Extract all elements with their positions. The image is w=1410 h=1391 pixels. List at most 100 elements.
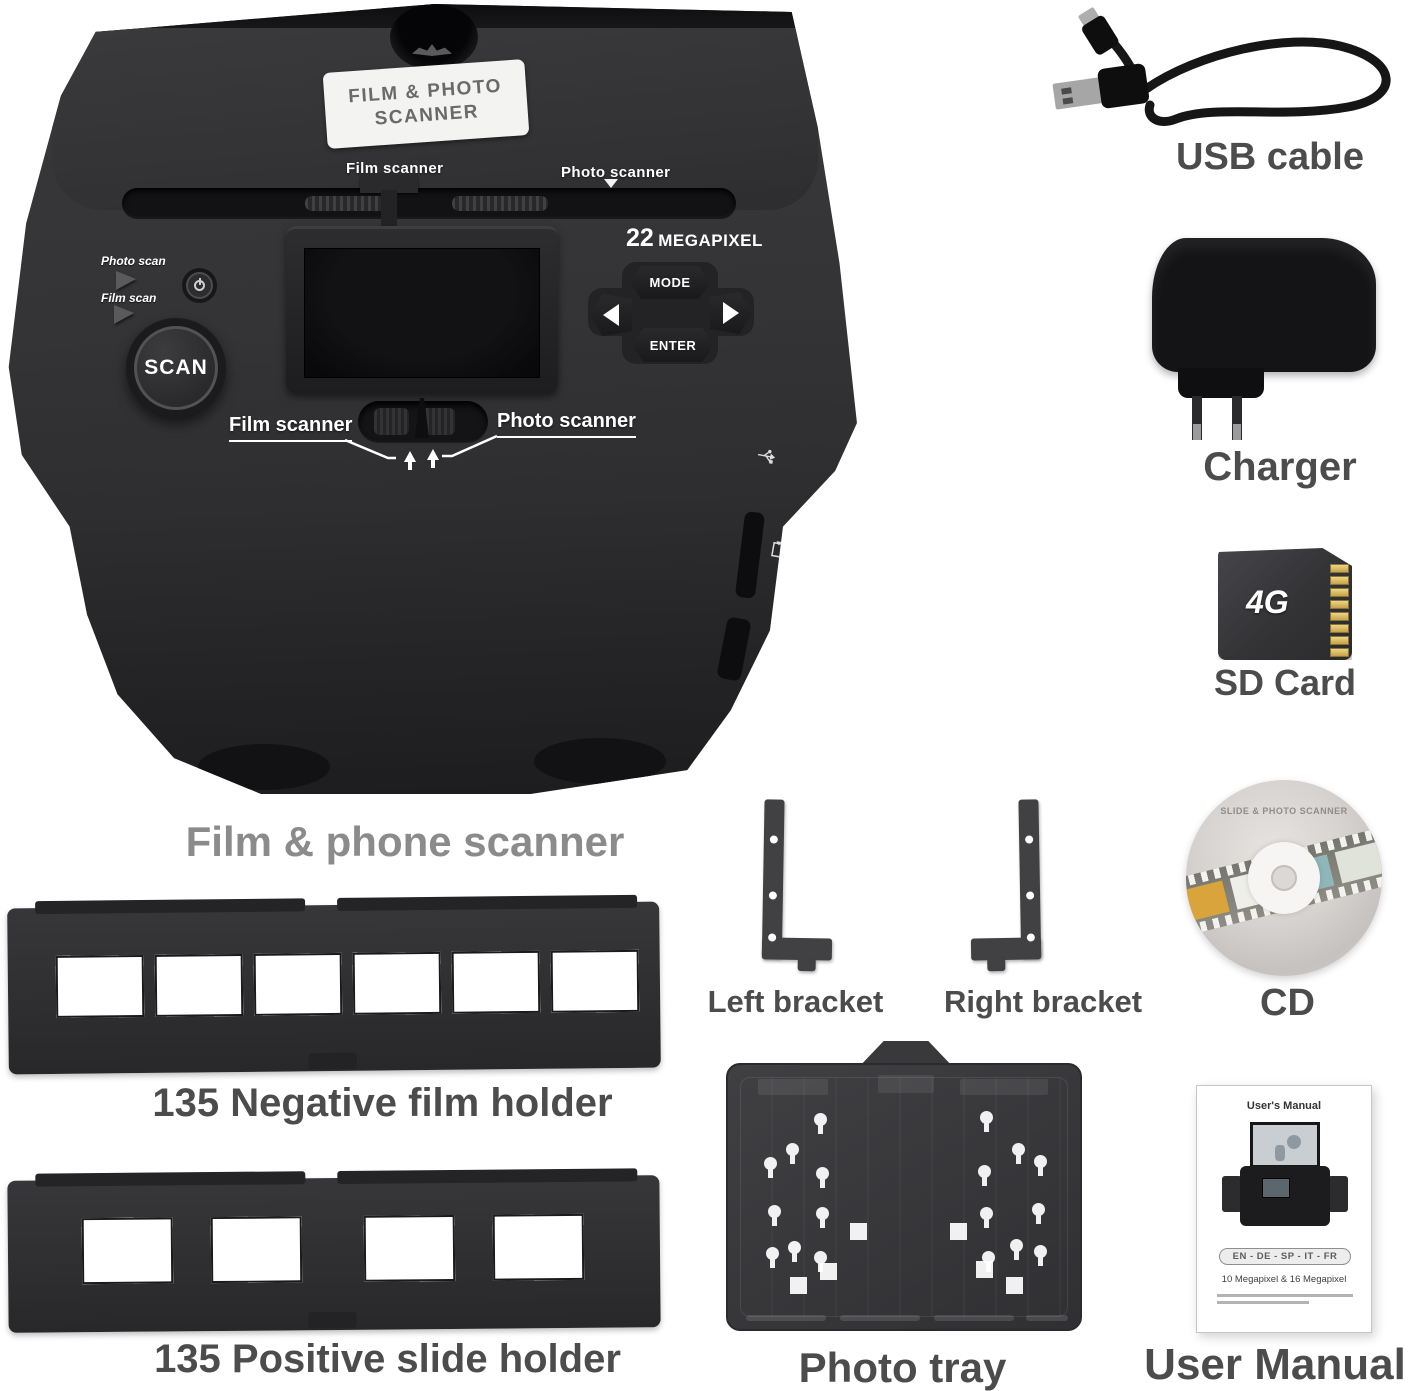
film-window	[352, 951, 442, 1015]
switch-callout-lines	[344, 434, 498, 470]
holder-tab	[360, 173, 418, 193]
sd-pin	[1330, 588, 1349, 597]
photo-scanner-marker-icon	[604, 179, 618, 188]
scan-button: SCAN	[134, 326, 218, 410]
manual-side-tray	[1328, 1176, 1348, 1212]
slide-window	[210, 1216, 303, 1284]
left-bracket	[753, 799, 846, 981]
photo-scan-indicator-icon	[116, 271, 136, 290]
usb-port	[716, 616, 752, 682]
film-photo-scanner-device: FILM & PHOTO SCANNER Film scanner Photo …	[8, 3, 857, 795]
device-foot	[198, 744, 330, 790]
manual-flip-screen	[1250, 1122, 1320, 1168]
slide-window	[81, 1217, 174, 1285]
device-caption: Film & phone scanner	[185, 818, 625, 865]
positive-holder-caption: 135 Positive slide holder	[154, 1337, 621, 1381]
film-window	[253, 952, 343, 1016]
photo-tray-caption: Photo tray	[798, 1344, 1007, 1391]
film-window	[55, 954, 145, 1018]
bracket-hole	[1025, 835, 1034, 844]
manual-side-tray	[1222, 1176, 1242, 1212]
right-bracket	[956, 799, 1049, 981]
bracket-hole	[1026, 933, 1035, 942]
sd-card-capacity: 4G	[1246, 584, 1289, 620]
left-arrow-icon	[603, 304, 619, 326]
mode-button: MODE	[630, 266, 710, 299]
manual-megapixel-line: 10 Megapixel & 16 Megapixel	[1221, 1274, 1347, 1285]
lcd-screen	[304, 248, 540, 378]
charger-neck	[1178, 368, 1264, 398]
photo-tray	[726, 1063, 1082, 1331]
lid-notch	[390, 4, 478, 70]
switch-photo-label: Photo scanner	[497, 410, 636, 438]
slide-window	[363, 1214, 456, 1282]
manual-fine-print-line	[1217, 1294, 1353, 1297]
cd-caption: CD	[1260, 982, 1315, 1024]
sd-card-caption: SD Card	[1213, 662, 1357, 703]
device-name-badge: FILM & PHOTO SCANNER	[322, 59, 530, 149]
negative-holder-caption: 135 Negative film holder	[152, 1081, 613, 1125]
film-scan-label: Film scan	[101, 291, 157, 305]
manual-device-screen	[1262, 1178, 1290, 1198]
photo-scan-label: Photo scan	[101, 254, 166, 268]
charger-prong	[1192, 396, 1202, 440]
usb-icon	[757, 449, 776, 464]
device-foot	[534, 738, 666, 784]
sd-pin	[1330, 624, 1349, 633]
cd-disc: SLIDE & PHOTO SCANNER	[1186, 780, 1382, 976]
holder-clip	[308, 1311, 357, 1329]
slot-photo-label: Photo scanner	[561, 164, 671, 181]
sd-pin	[1330, 576, 1349, 585]
slot-film-label: Film scanner	[346, 160, 444, 177]
slide-window	[492, 1213, 585, 1281]
power-button	[186, 272, 213, 299]
holder-rail	[35, 1171, 306, 1187]
switch-knob	[374, 408, 409, 435]
sd-pin	[1330, 636, 1349, 645]
cd-center-hole	[1271, 865, 1297, 891]
right-bracket-caption: Right bracket	[943, 984, 1143, 1019]
sd-pin	[1330, 600, 1349, 609]
mini-usb-connector	[1078, 7, 1119, 55]
film-scan-indicator-icon	[114, 305, 134, 324]
film-feed-slot	[122, 188, 736, 219]
manual-product-image	[1222, 1122, 1348, 1240]
holder-clip	[308, 1052, 357, 1070]
manual-language-band: EN - DE - SP - IT - FR	[1219, 1248, 1351, 1265]
film-window	[451, 950, 541, 1014]
power-icon	[194, 278, 205, 291]
film-window	[550, 949, 640, 1013]
usb-a-connector	[1052, 63, 1150, 110]
sd-pin	[1330, 648, 1349, 657]
positive-slide-holder	[7, 1168, 661, 1333]
slot-ridge	[452, 196, 548, 211]
manual-page-title: User's Manual	[1246, 1100, 1322, 1112]
sd-slot	[734, 511, 766, 599]
charger	[1152, 238, 1376, 372]
switch-film-label: Film scanner	[229, 414, 353, 442]
sd-card: 4G	[1218, 548, 1352, 660]
left-bracket-caption: Left bracket	[707, 984, 884, 1019]
user-manual-booklet: User's Manual EN - DE - SP - IT - FR 10 …	[1196, 1085, 1372, 1333]
charger-prong	[1232, 396, 1242, 440]
slot-ridge	[305, 196, 387, 211]
holder-rail	[35, 898, 306, 915]
bracket-hole	[768, 891, 777, 900]
holder-rail	[337, 894, 638, 911]
sd-pin	[1330, 564, 1349, 573]
film-frame	[1334, 841, 1382, 884]
mode-switch-recess	[358, 398, 488, 443]
megapixel-label: 22 MEGAPIXEL	[626, 224, 763, 252]
cd-disc-title: SLIDE & PHOTO SCANNER	[1220, 806, 1348, 816]
charger-caption: Charger	[1203, 445, 1357, 489]
film-window	[154, 953, 244, 1017]
usb-cable	[1052, 7, 1391, 126]
right-arrow-icon	[723, 302, 739, 324]
holder-rail	[337, 1168, 638, 1184]
manual-fine-print-line	[1217, 1301, 1309, 1304]
sd-card-icon	[771, 541, 791, 559]
sd-pin	[1330, 612, 1349, 621]
enter-button: ENTER	[632, 328, 714, 362]
bracket-hole	[768, 933, 777, 942]
